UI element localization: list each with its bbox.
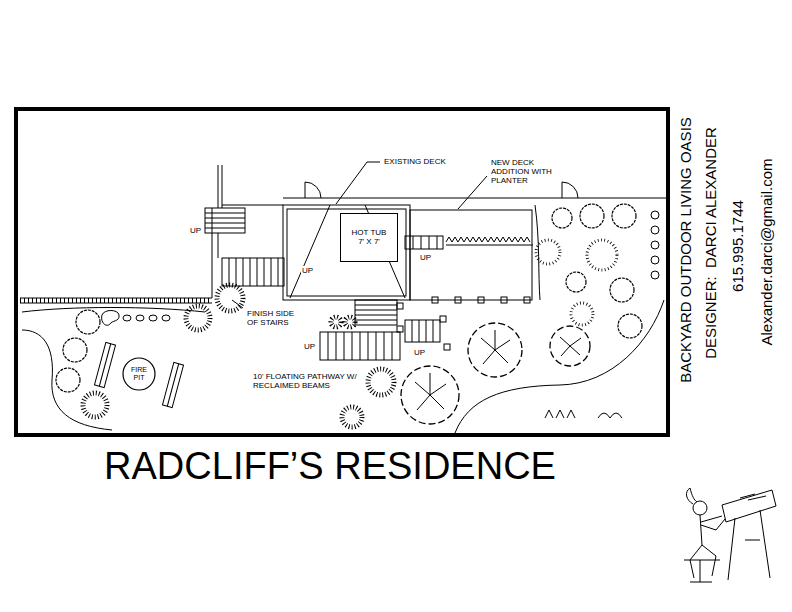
stepping-stone: [123, 315, 170, 321]
phone-number: 615.995.1744: [730, 199, 747, 293]
stair-direction: UP: [189, 226, 202, 235]
callout-label: EXISTING DECK: [383, 157, 447, 166]
door-swing: [305, 182, 321, 198]
bed-edge: [22, 308, 205, 313]
project-name: BACKYARD OUTDOOR LIVING OASIS: [678, 116, 695, 384]
post: [397, 303, 450, 350]
callout-label: FINISH SIDE OF STAIRS: [246, 309, 300, 327]
drawing-frame: [16, 109, 668, 435]
existing-deck: [283, 205, 410, 300]
stair-direction: UP: [413, 348, 426, 357]
bed-edge: [455, 300, 664, 433]
new-deck: [410, 210, 532, 303]
hot-tub-label: HOT TUB 7' X 7': [349, 228, 389, 246]
shrub: [56, 310, 100, 392]
bed-edge: [22, 330, 112, 430]
ornamental-grass: [83, 285, 243, 417]
door-swing: [562, 182, 578, 198]
designer-illustration: [684, 488, 776, 582]
boulder: [102, 311, 119, 326]
stair-direction: UP: [419, 253, 432, 262]
planter: [446, 245, 533, 246]
hot-tub: HOT TUB 7' X 7': [340, 213, 398, 262]
fire-pit-circle: [123, 358, 155, 390]
fire-pit-label: FIRE PIT: [128, 366, 150, 382]
property-wall: [20, 298, 212, 303]
callout-label: 10' FLOATING PATHWAY W/ RECLAIMED BEAMS: [252, 372, 360, 390]
leader-line: [336, 162, 380, 204]
shrub: [552, 204, 642, 338]
column-planter: [651, 211, 659, 279]
stairs: [405, 236, 443, 249]
stairs: [405, 320, 440, 342]
groundcover: [545, 410, 622, 418]
callout-label: NEW DECK ADDITION WITH PLANTER: [490, 158, 558, 186]
house-wall: [212, 165, 666, 298]
planter: [446, 237, 530, 242]
stair-direction: UP: [303, 342, 316, 351]
stairs: [205, 208, 245, 233]
leader-line: [458, 176, 487, 209]
stairs: [320, 332, 400, 360]
tree: [401, 323, 590, 424]
bench: [94, 342, 183, 407]
stairs: [222, 258, 284, 286]
email-address: Alexander.darci@gmail.com: [759, 158, 776, 347]
drawing-title: RADCLIFF’S RESIDENCE: [103, 446, 557, 488]
stairs: [355, 300, 397, 325]
ornamental-grass: [536, 240, 617, 325]
stair-direction: UP: [301, 266, 314, 275]
fire-pit: FIRE PIT: [122, 357, 156, 391]
designer-name: DESIGNER: DARCI ALEXANDER: [703, 126, 720, 360]
